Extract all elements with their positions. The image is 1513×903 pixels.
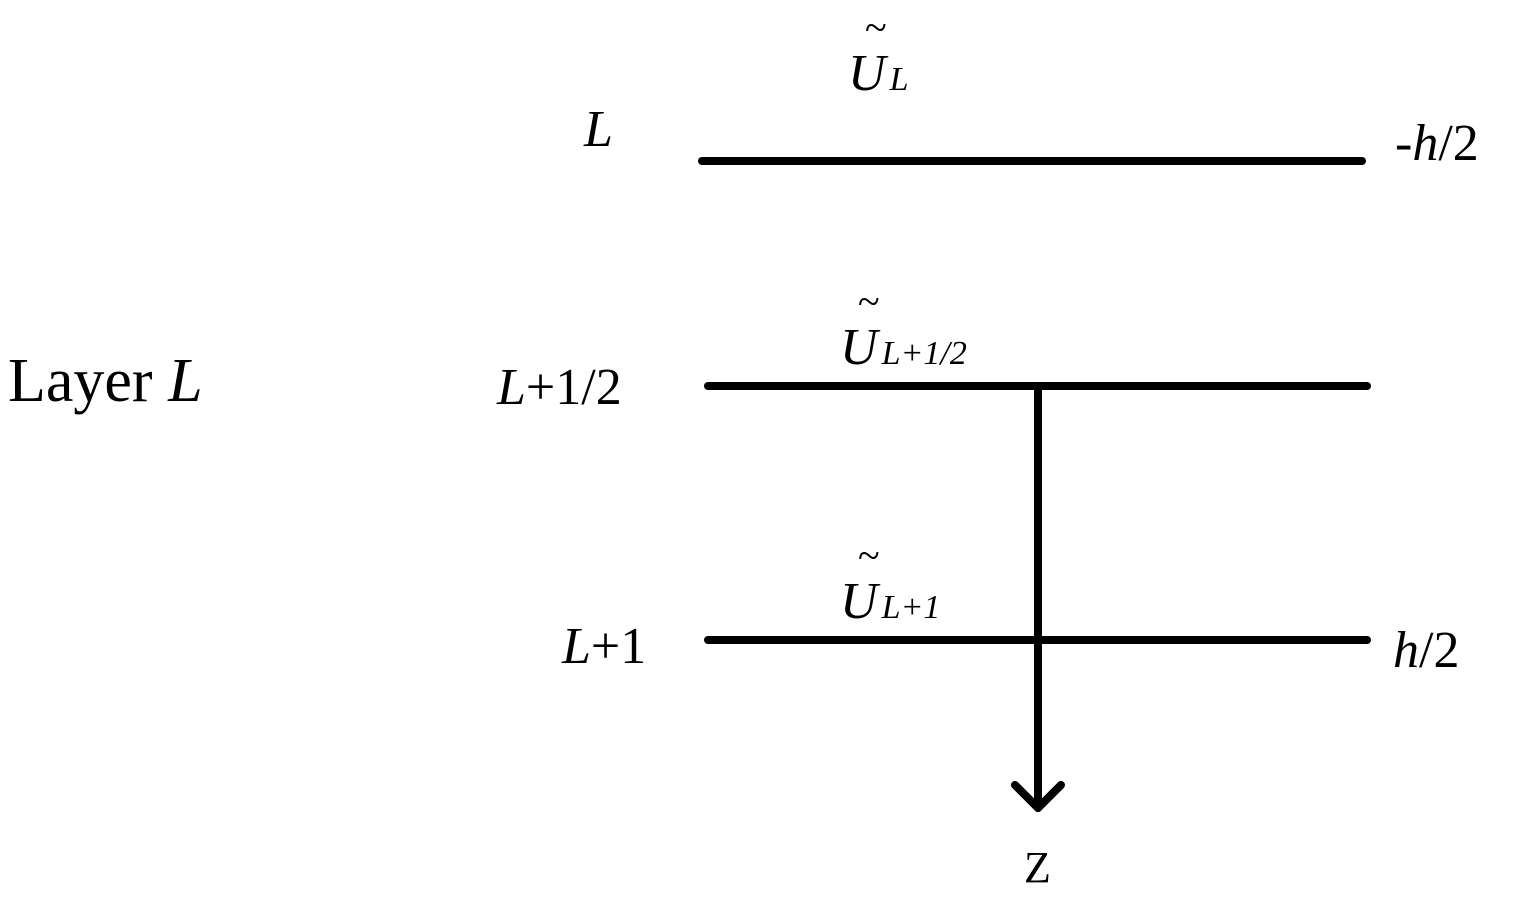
z-axis-arrowhead <box>1011 781 1065 812</box>
u-symbol: U <box>840 319 878 376</box>
u-symbol: U <box>848 45 886 102</box>
layer-title-var: L <box>168 347 203 415</box>
u-subscript: L <box>889 61 909 98</box>
tilde-mark: ~ <box>865 5 887 50</box>
u-tilde-mid: ~ U L+1/2 <box>840 282 967 376</box>
u-subscript: L+1 <box>881 589 941 626</box>
level-label-bottom: L+1 <box>562 618 647 675</box>
boundary-label-top: -h/2 <box>1395 115 1479 172</box>
level-label-mid: L+1/2 <box>497 359 622 416</box>
tilde-mark: ~ <box>858 279 880 324</box>
level-label-top: L <box>584 101 613 158</box>
layer-title-word: Layer <box>8 347 153 415</box>
u-subscript: L+1/2 <box>881 335 967 372</box>
u-tilde-top: ~ U L <box>848 8 909 102</box>
z-axis-label: Z <box>1024 843 1051 892</box>
tilde-mark: ~ <box>858 533 880 578</box>
u-symbol: U <box>840 573 878 630</box>
u-tilde-bottom: ~ U L+1 <box>840 536 941 630</box>
layer-title: Layer L <box>8 350 203 412</box>
boundary-label-bottom: h/2 <box>1393 622 1460 679</box>
